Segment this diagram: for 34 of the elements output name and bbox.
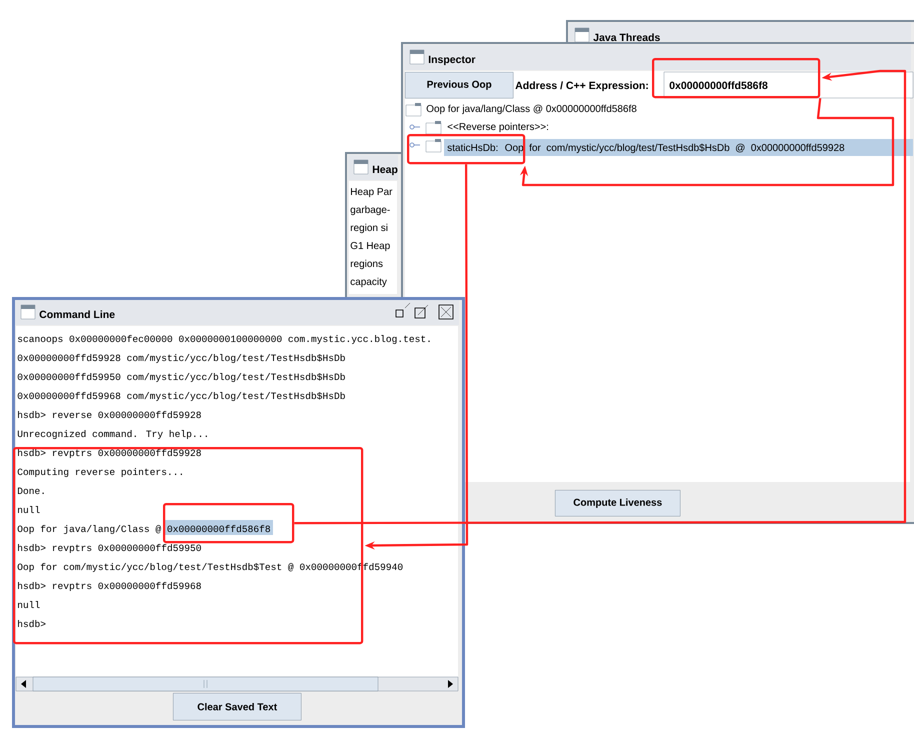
console-line: null [18, 506, 40, 514]
highlight-box [407, 134, 526, 164]
highlight-box [163, 503, 294, 544]
console-line: 0x00000000ffd59968 com/mystic/ycc/blog/test/TestHsdb$HsDb [18, 392, 345, 401]
panel-text: capacity [350, 278, 387, 288]
tree-row: Oop for java/lang/Class @ 0x00000000ffd586f8 [426, 104, 636, 114]
console-line: Done. [18, 488, 44, 494]
console-line: hsdb> [18, 620, 46, 628]
console-line: hsdb> revptrs 0x00000000ffd59968 [18, 582, 201, 591]
panel-text: garbage- [350, 206, 390, 216]
console-line: hsdb> revptrs 0x00000000ffd59928 [18, 449, 201, 458]
console-line: 0x00000000ffd59950 com/mystic/ycc/blog/test/TestHsdb$HsDb [18, 373, 345, 382]
console-line: 0x00000000ffd59928 com/mystic/ycc/blog/test/TestHsdb$HsDb [18, 354, 345, 363]
panel-text: regions [350, 260, 383, 270]
tree-row: <<Reverse pointers>>: [448, 122, 548, 132]
arrow [520, 98, 894, 186]
panel-text: region si [350, 224, 388, 234]
button: Clear Saved Text [173, 693, 302, 720]
console-line: Unrecognized command. Try help... [18, 430, 207, 439]
tree-row: staticHsDb: Oop for com/mystic/ycc/blog/test/TestHsdb$HsDb @ 0x00000000ffd59928 [444, 139, 913, 156]
console-line: hsdb> reverse 0x00000000ffd59928 [18, 411, 201, 418]
field-label: Address / C++ Expression: [515, 81, 648, 92]
input-field: 0x00000000ffd586f8 [664, 72, 914, 98]
window: Java Threads [566, 20, 914, 44]
console-line: null [18, 601, 40, 608]
console-line: Oop for java/lang/Class @ 0x00000000ffd586f8 [18, 520, 273, 535]
panel-text: G1 Heap [350, 242, 390, 252]
button: Previous Oop [405, 72, 514, 98]
console-line: Computing reverse pointers... [18, 468, 182, 477]
button: Compute Liveness [555, 490, 680, 516]
panel-text: Heap Par [351, 188, 392, 198]
highlight-box [652, 58, 820, 98]
arrow [294, 70, 906, 524]
console-line: hsdb> revptrs 0x00000000ffd59950 [18, 544, 201, 553]
